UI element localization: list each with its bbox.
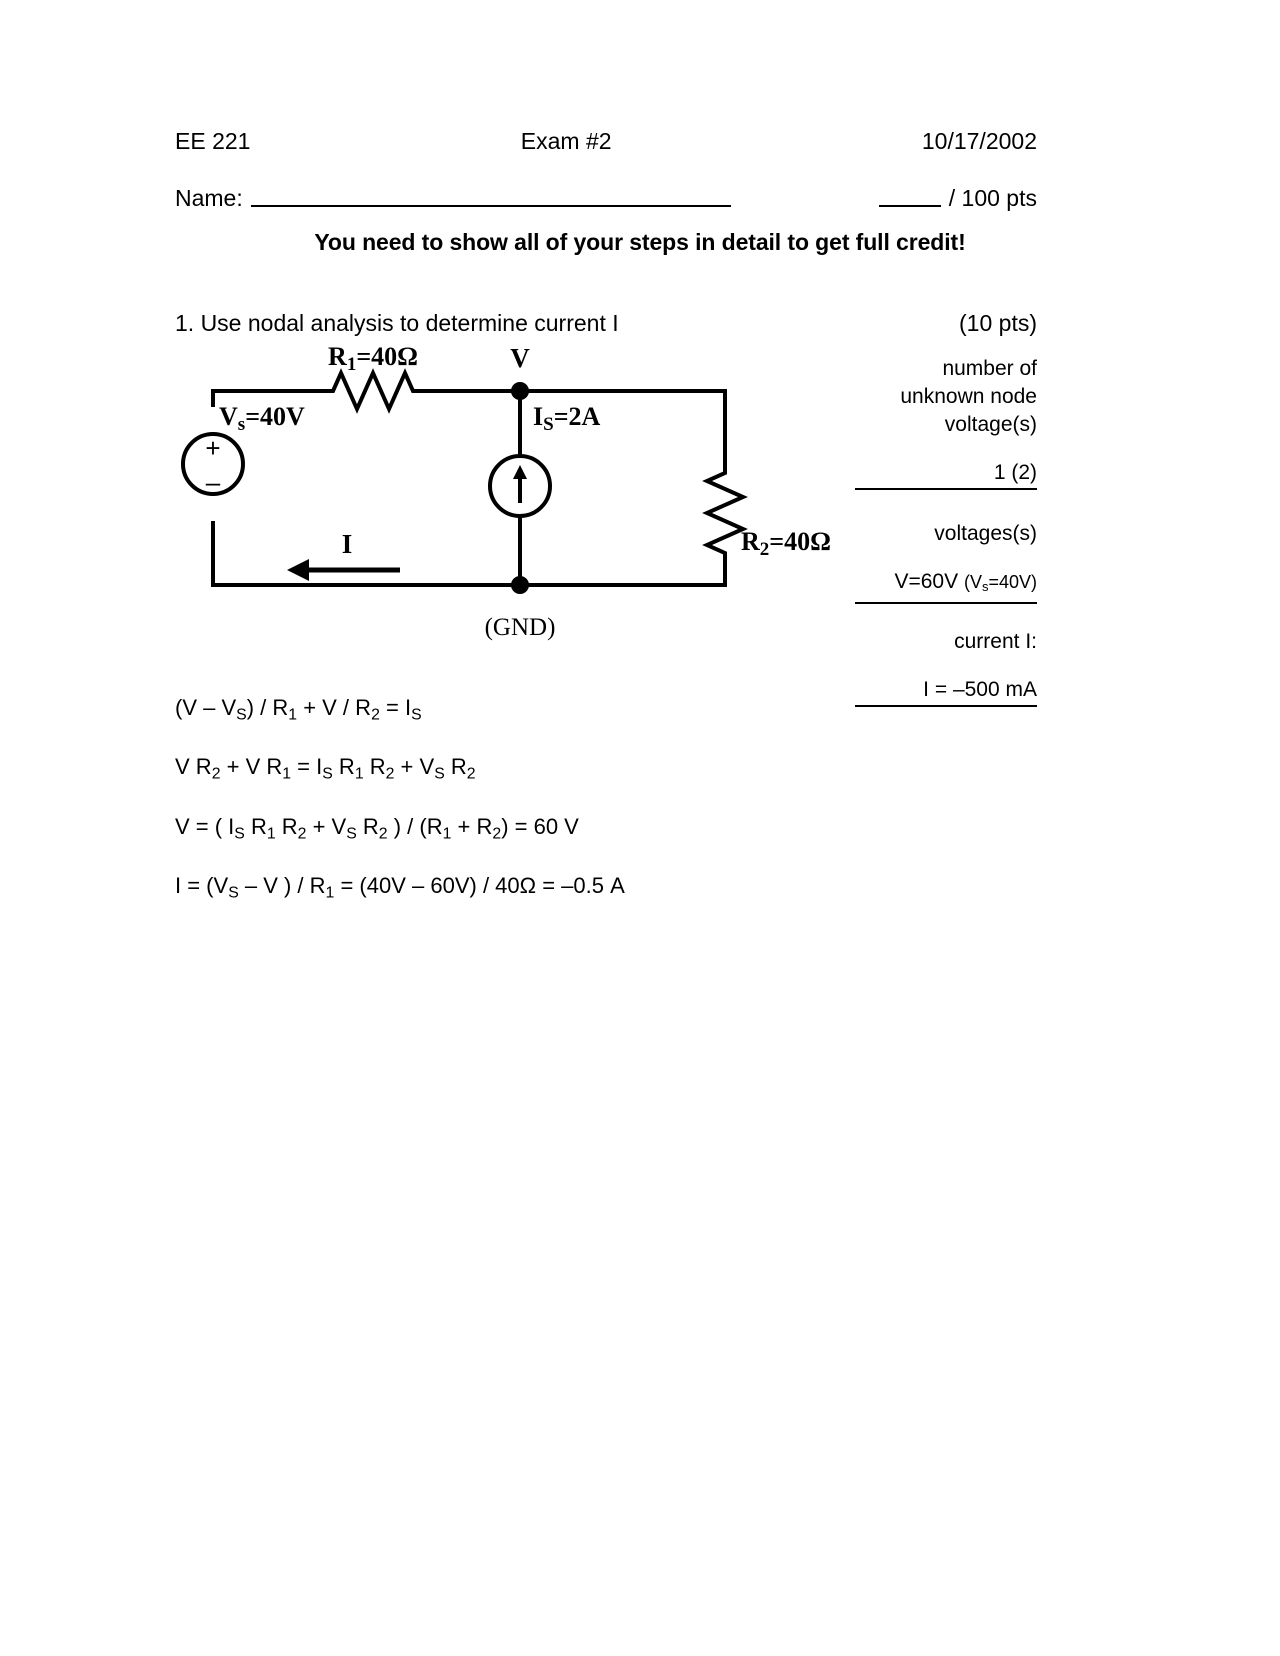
- answer-node-voltage-main: V=60V: [894, 570, 959, 593]
- answer-node-voltage-note-sub: s: [981, 579, 989, 595]
- resistor-r1-symbol: [323, 368, 423, 414]
- voltage-source-minus-sign: –: [206, 467, 221, 497]
- score-input-line[interactable]: [878, 204, 941, 207]
- r1-value: =40Ω: [356, 345, 418, 371]
- panel-spacer-1: [855, 490, 1037, 520]
- current-i-arrow-icon: [287, 559, 400, 581]
- vs-value: =40V: [245, 402, 305, 431]
- unknown-node-caption-line3: voltage(s): [944, 413, 1037, 436]
- answer-current[interactable]: I = –500 mA: [855, 676, 1037, 708]
- r1-label-group: R1=40Ω: [328, 345, 418, 375]
- question-header: 1. Use nodal analysis to determine curre…: [175, 310, 1037, 337]
- voltages-caption: voltages(s): [934, 522, 1037, 545]
- circuit-diagram: + – R1=40Ω V Vs=40V IS=2A R2=40Ω I: [175, 345, 875, 655]
- solution-equations: (V – VS) / R1 + V / R2 = IS V R2 + V R1 =…: [175, 695, 875, 933]
- unknown-node-caption-line1: number of: [942, 357, 1037, 380]
- eq-solve-v: V = ( IS R1 R2 + VS R2 ) / (R1 + R2) = 6…: [175, 813, 579, 843]
- r2-subscript: 2: [760, 539, 770, 560]
- node-voltage-label: V: [510, 345, 530, 373]
- name-and-score-row: Name: / 100 pts: [175, 185, 1037, 212]
- instruction-text: You need to show all of your steps in de…: [314, 229, 966, 255]
- answer-node-voltage[interactable]: V=60V (Vs=40V): [855, 568, 1037, 605]
- question-points: (10 pts): [959, 310, 1037, 336]
- current-i-label: I: [342, 529, 353, 559]
- r2-value: =40Ω: [769, 527, 831, 556]
- r1-subscript: 1: [347, 354, 357, 375]
- points-total-label: / 100 pts: [948, 185, 1037, 211]
- voltage-source-symbol: [181, 432, 245, 496]
- vs-label-group: Vs=40V: [219, 402, 305, 435]
- exam-title: Exam #2: [520, 128, 612, 154]
- answer-node-voltage-note-tail: =40V): [988, 572, 1037, 592]
- node-dot-v: [511, 382, 529, 400]
- name-label: Name:: [175, 185, 243, 211]
- r2-label-group: R2=40Ω: [741, 527, 831, 560]
- r1-label: R: [328, 345, 347, 371]
- answer-node-voltage-note: (V: [963, 572, 982, 592]
- voltage-source-plus-sign: +: [205, 433, 220, 463]
- score-group: / 100 pts: [878, 185, 1037, 212]
- unknown-node-caption-line2: unknown node: [900, 385, 1037, 408]
- wire-top-left: [211, 389, 327, 407]
- eq-solve-i: I = (VS – V ) / R1 = (40V – 60V) / 40Ω =…: [175, 873, 625, 902]
- ground-label: (GND): [485, 614, 556, 641]
- is-value: =2A: [554, 402, 601, 431]
- panel-spacer-2: [855, 604, 1037, 628]
- is-label: I: [533, 402, 543, 431]
- vs-label: V: [219, 402, 238, 431]
- resistor-r2-symbol: [702, 463, 748, 563]
- course-code: EE 221: [175, 128, 251, 154]
- eq-expanded: V R2 + V R1 = IS R1 R2 + VS R2: [175, 754, 476, 783]
- answer-panel: number of unknown node voltage(s) 1 (2) …: [855, 355, 1037, 708]
- question-text: 1. Use nodal analysis to determine curre…: [175, 310, 619, 336]
- vs-subscript: s: [238, 414, 245, 435]
- eq-nodal: (V – VS) / R1 + V / R2 = IS: [175, 695, 422, 724]
- exam-date: 10/17/2002: [921, 128, 1037, 154]
- is-subscript: S: [543, 414, 554, 435]
- name-input-line[interactable]: [250, 204, 731, 207]
- current-caption: current I:: [954, 630, 1037, 654]
- answer-unknown-node-count[interactable]: 1 (2): [855, 459, 1037, 490]
- current-source-arrow-icon: [513, 465, 527, 503]
- r2-label: R: [741, 527, 760, 556]
- node-dot-ground: [511, 576, 529, 594]
- exam-header-row: EE 221 Exam #2 10/17/2002: [175, 128, 1037, 155]
- is-label-group: IS=2A: [533, 402, 601, 435]
